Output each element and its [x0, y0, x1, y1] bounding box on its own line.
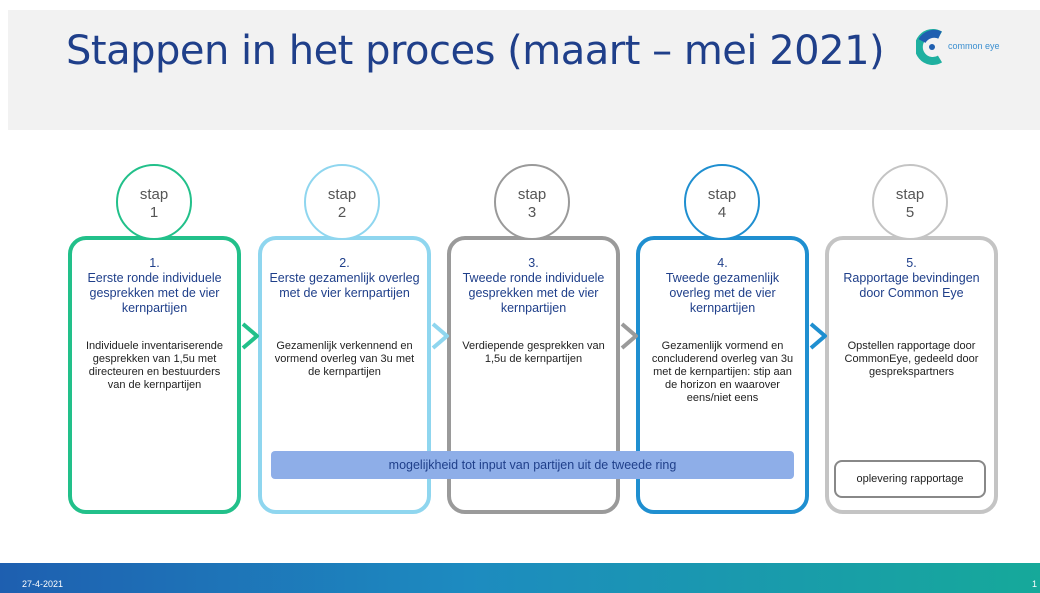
footer-date: 27-4-2021: [22, 579, 64, 589]
page-title: Stappen in het proces (maart – mei 2021): [66, 28, 885, 74]
step-1-description: Individuele inventariserende gesprekken …: [86, 340, 223, 391]
step-4-heading: Tweede gezamenlijk overleg met de vier k…: [665, 271, 780, 315]
step-1-circle: stap 1: [116, 164, 192, 240]
step-3-circle: stap 3: [494, 164, 570, 240]
step-3-heading-block: 3. Tweede ronde individuele gesprekken m…: [457, 256, 610, 316]
step-1-box: 1. Eerste ronde individuele gesprekken m…: [68, 236, 241, 514]
step-2-heading-block: 2. Eerste gezamenlijk overleg met de vie…: [268, 256, 421, 301]
step-4-description: Gezamenlijk vormend en concluderend over…: [651, 340, 794, 404]
footer-page-number: 1: [1032, 579, 1038, 589]
step-1-circle-word: stap: [139, 186, 169, 203]
step-5-number: 5.: [906, 256, 917, 270]
step-2-circle-number: 2: [337, 204, 347, 221]
oplevering-rapportage-box: oplevering rapportage: [834, 460, 986, 498]
step-2-circle-word: stap: [327, 186, 357, 203]
second-ring-input-banner: mogelijkheid tot input van partijen uit …: [271, 451, 794, 479]
step-1-number: 1.: [149, 256, 160, 270]
step-1-circle-number: 1: [149, 204, 159, 221]
step-1-heading: Eerste ronde individuele gesprekken met …: [87, 271, 222, 315]
step-2-arrow-icon: [431, 322, 449, 350]
step-2-number: 2.: [339, 256, 350, 270]
step-4-number: 4.: [717, 256, 728, 270]
step-3-number: 3.: [528, 256, 539, 270]
step-5-circle-word: stap: [895, 186, 925, 203]
step-2-description: Gezamenlijk verkennend en vormend overle…: [274, 340, 415, 378]
step-5-description: Opstellen rapportage door CommonEye, ged…: [844, 340, 979, 378]
footer-bar: 27-4-2021 1: [0, 563, 1040, 593]
step-4-circle-word: stap: [707, 186, 737, 203]
step-4-circle: stap 4: [684, 164, 760, 240]
step-2-circle: stap 2: [304, 164, 380, 240]
step-4-arrow-icon: [809, 322, 827, 350]
step-2-box: 2. Eerste gezamenlijk overleg met de vie…: [258, 236, 431, 514]
step-2-heading: Eerste gezamenlijk overleg met de vier k…: [269, 271, 420, 300]
step-4-circle-number: 4: [717, 204, 727, 221]
step-3-arrow-icon: [620, 322, 638, 350]
step-5-circle: stap 5: [872, 164, 948, 240]
step-1-heading-block: 1. Eerste ronde individuele gesprekken m…: [78, 256, 231, 316]
step-4-heading-block: 4. Tweede gezamenlijk overleg met de vie…: [646, 256, 799, 316]
step-3-circle-number: 3: [527, 204, 537, 221]
common-eye-logo: common eye: [914, 27, 1026, 67]
step-5-heading: Rapportage bevindingen door Common Eye: [843, 271, 980, 300]
step-3-heading: Tweede ronde individuele gesprekken met …: [462, 271, 605, 315]
step-1-arrow-icon: [241, 322, 259, 350]
header-band: [8, 10, 1040, 130]
step-3-description: Verdiepende gesprekken van 1,5u de kernp…: [462, 340, 605, 365]
step-5-circle-number: 5: [905, 204, 915, 221]
step-5-heading-block: 5. Rapportage bevindingen door Common Ey…: [835, 256, 988, 301]
logo-text: common eye: [948, 41, 1000, 51]
common-eye-logo-icon: [914, 29, 943, 65]
step-3-circle-word: stap: [517, 186, 547, 203]
